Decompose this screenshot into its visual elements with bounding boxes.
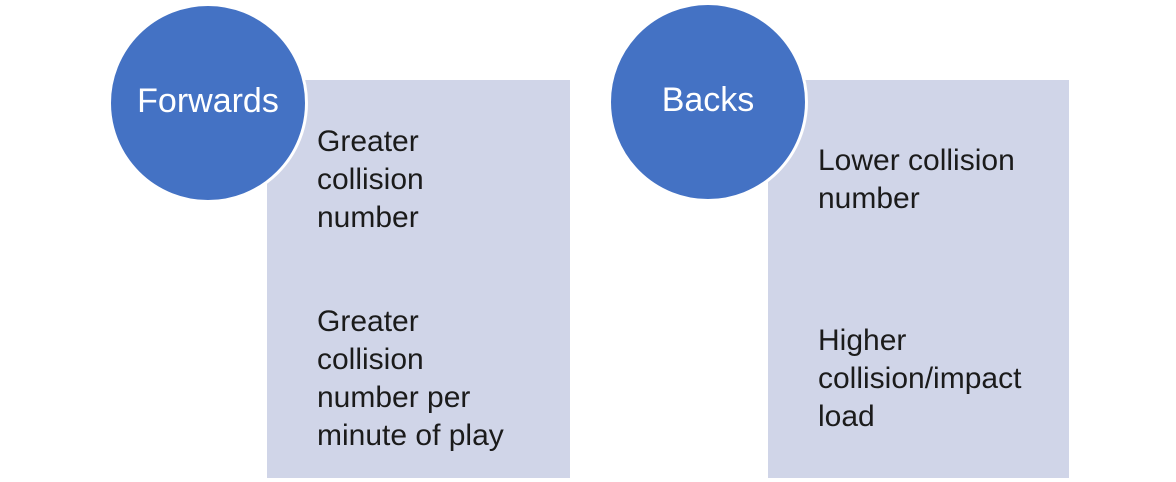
panel-forwards-cell-1: Greater collision number: [267, 80, 570, 279]
panel-backs-cell-1: Lower collision number: [768, 80, 1069, 279]
circle-backs: Backs: [608, 2, 808, 202]
circle-forwards: Forwards: [108, 3, 308, 203]
panel-backs: Lower collision number Higher collision/…: [768, 80, 1069, 478]
circle-backs-label: Backs: [661, 81, 755, 119]
panel-forwards-cell-2: Greater collision number per minute of p…: [267, 279, 570, 478]
backs-item-1-text: Lower collision number: [818, 143, 1015, 215]
forwards-item-1-text: Greater collision number: [317, 124, 424, 234]
forwards-item-2-text: Greater collision number per minute of p…: [317, 304, 504, 452]
circle-forwards-label: Forwards: [137, 82, 279, 120]
panel-backs-cell-2: Higher collision/impact load: [768, 279, 1069, 478]
panel-forwards: Greater collision number Greater collisi…: [267, 80, 570, 478]
backs-item-2-text: Higher collision/impact load: [818, 323, 1022, 433]
